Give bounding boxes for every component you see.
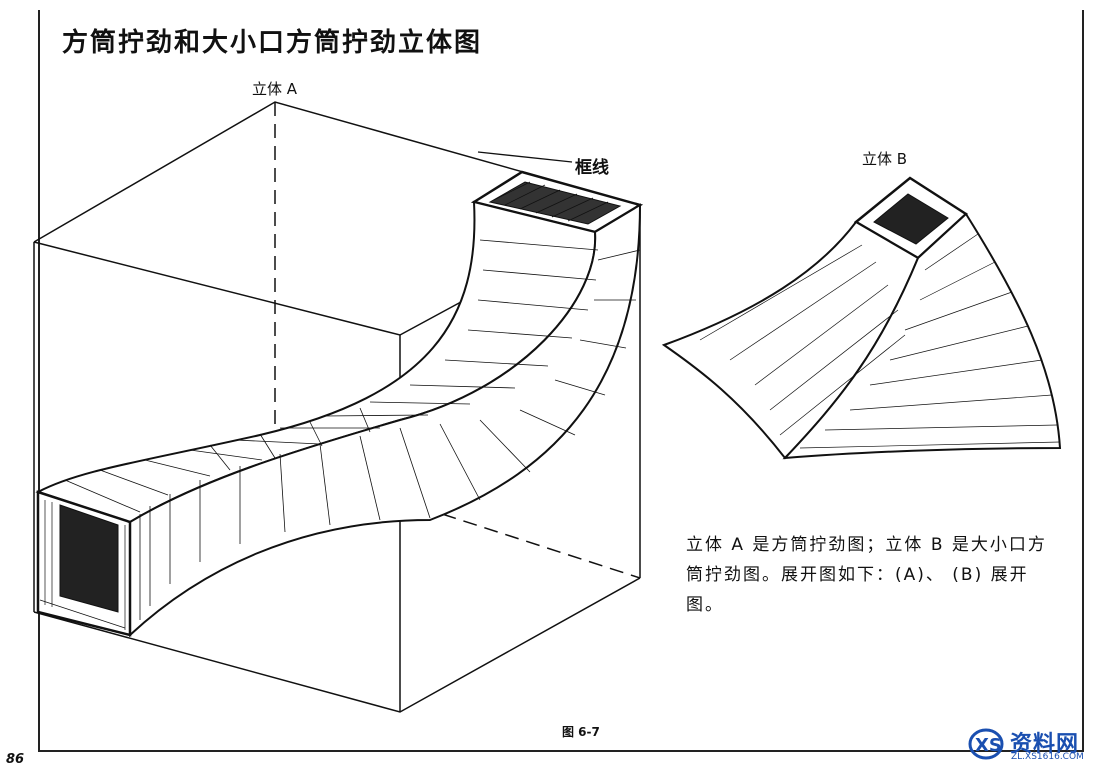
description-text: 立体 A 是方筒拧劲图；立体 B 是大小口方筒拧劲图。展开图如下：(A)、 (B…: [686, 535, 1047, 615]
watermark-name: 资料网: [1010, 732, 1080, 757]
watermark-logo-icon: XS: [968, 728, 1004, 760]
watermark-url: ZL.XS1616.COM: [1011, 752, 1084, 762]
solid-b-twisted-duct: [661, 176, 1062, 460]
page-title: 方筒拧劲和大小口方筒拧劲立体图: [62, 28, 483, 58]
solid-a-twisted-duct: [35, 170, 644, 638]
svg-text:XS: XS: [975, 735, 1002, 756]
page-frame: [38, 10, 1084, 752]
label-solid-b: 立体 B: [862, 150, 908, 168]
label-frame-line: 框线: [575, 158, 609, 178]
frame-leader-line: [477, 151, 573, 163]
page-number: 86: [6, 752, 25, 767]
figure-caption: 图 6-7: [562, 725, 600, 739]
label-solid-a: 立体 A: [252, 80, 298, 98]
